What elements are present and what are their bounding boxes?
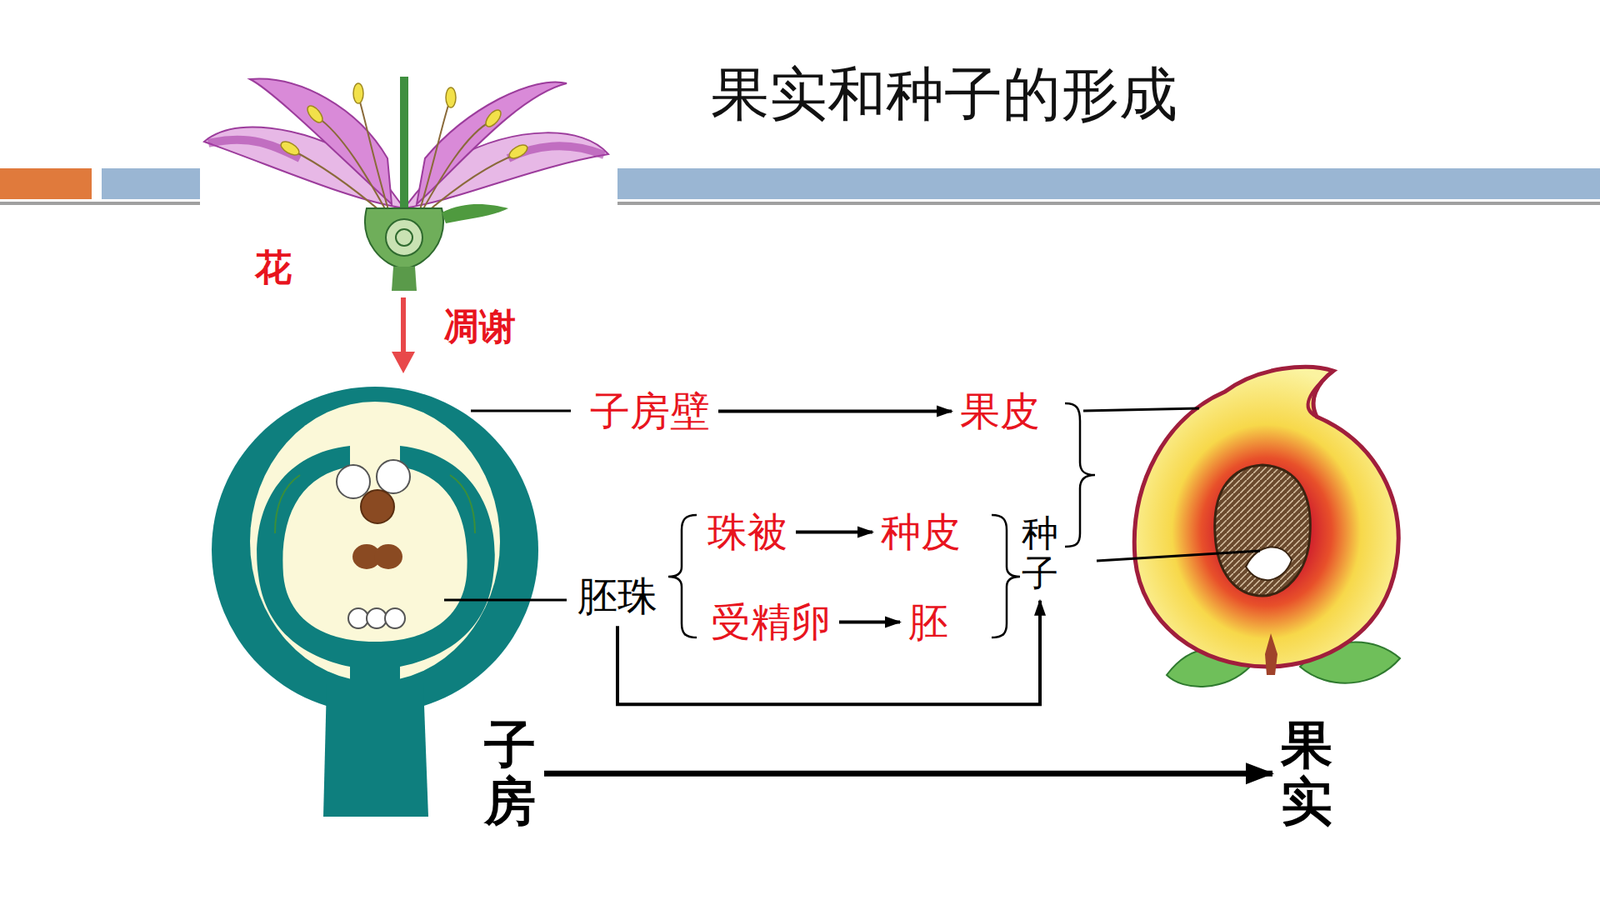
header-bar xyxy=(0,168,92,200)
peach-fruit xyxy=(1134,366,1400,687)
connector-arrow xyxy=(544,770,1273,777)
term-node: 珠被 xyxy=(704,507,791,557)
header-bar xyxy=(101,168,200,200)
connector-arrow xyxy=(839,620,900,625)
header-line xyxy=(0,201,200,205)
term-text: 果实 xyxy=(1280,716,1333,830)
term-node: 果皮 xyxy=(956,386,1044,436)
leader-lines xyxy=(444,408,1260,600)
term-text: 果皮 xyxy=(960,388,1040,435)
term-text: 胚珠 xyxy=(577,573,658,620)
connector-arrow xyxy=(718,410,952,414)
term-node: 子房壁 xyxy=(586,386,714,436)
term-node: 种皮 xyxy=(877,507,965,557)
term-text: 种子 xyxy=(1021,513,1059,595)
term-node: 胚 xyxy=(905,597,952,647)
connector-arrow xyxy=(795,530,873,535)
title: 果实和种子的形成 xyxy=(710,60,1178,129)
term-node: 受精卵 xyxy=(707,597,835,647)
header-bar xyxy=(617,168,1600,200)
term-text: 子房 xyxy=(484,716,536,830)
term-text: 珠被 xyxy=(707,509,788,555)
label: 凋谢 xyxy=(442,305,516,349)
term-text: 受精卵 xyxy=(710,599,831,645)
flower xyxy=(204,76,609,291)
wither-arrow xyxy=(391,297,415,374)
label: 花 xyxy=(255,246,292,290)
term-node: 种子 xyxy=(1018,511,1062,596)
term-text: 胚 xyxy=(908,599,949,645)
term-node: 子房 xyxy=(480,715,540,832)
header-line xyxy=(617,201,1600,205)
term-text: 子房壁 xyxy=(590,388,710,435)
term-text: 种皮 xyxy=(880,509,961,555)
term-node: 胚珠 xyxy=(574,571,661,621)
term-node: 果实 xyxy=(1277,715,1336,832)
